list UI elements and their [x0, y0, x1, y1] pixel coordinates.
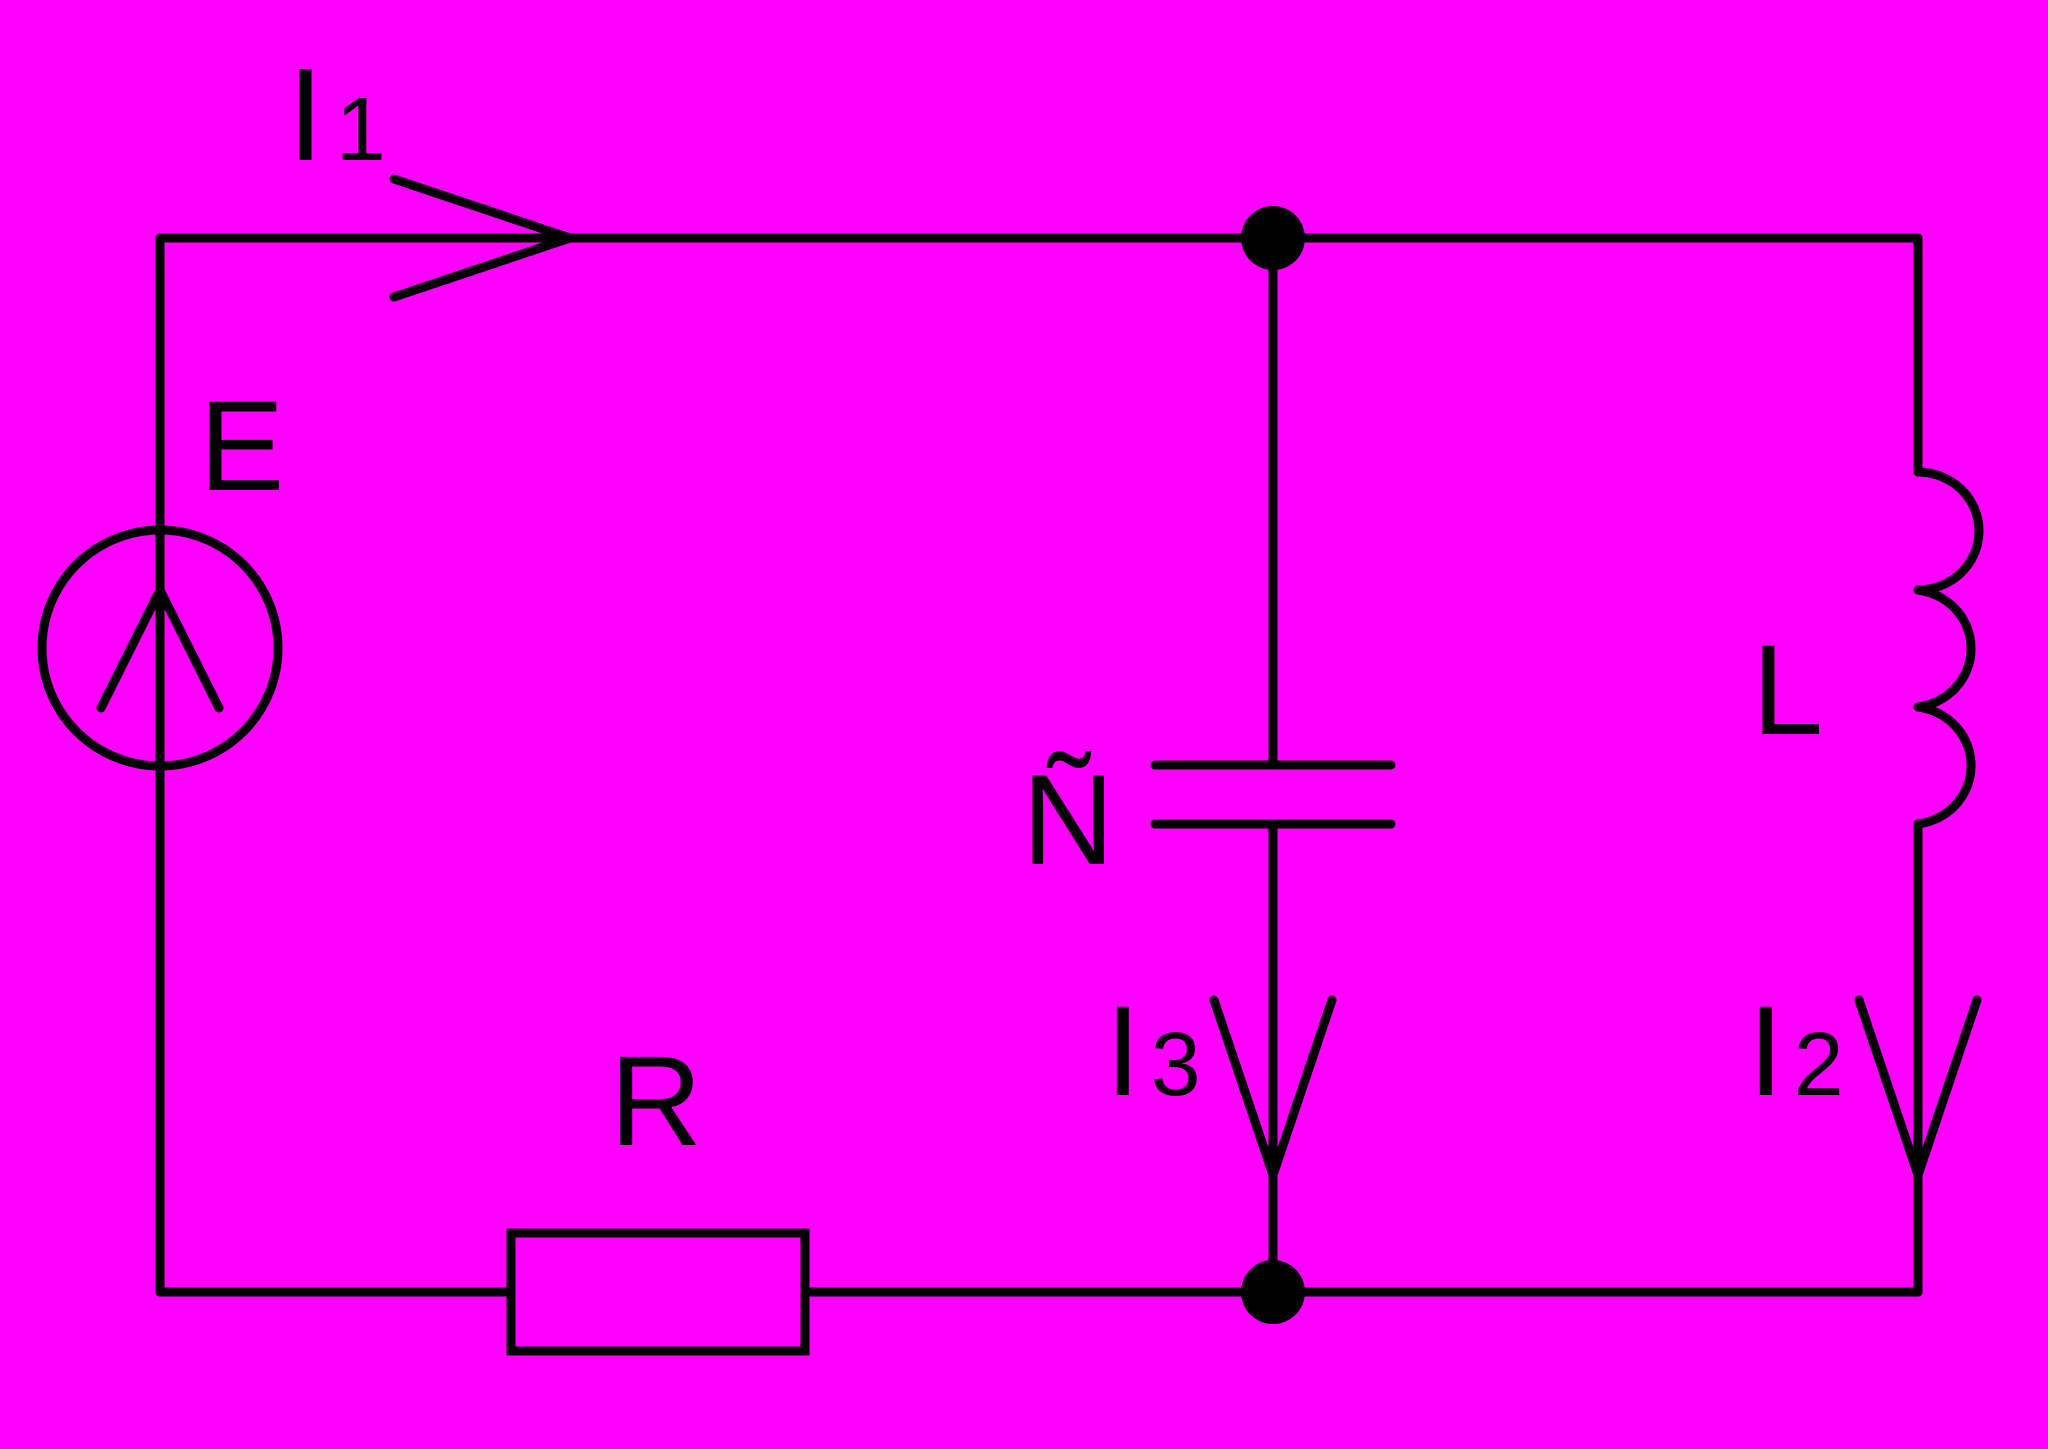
- current-1-subscript: 1: [336, 80, 386, 180]
- voltage-source: [37, 525, 283, 771]
- wires: [155, 233, 1923, 1297]
- source-label: E: [199, 375, 284, 518]
- current-3-subscript: 3: [1151, 1015, 1201, 1115]
- current-3-symbol: I: [1105, 980, 1141, 1123]
- current-2-subscript: 2: [1794, 1015, 1844, 1115]
- voltage-source-arrow: [96, 585, 224, 713]
- current-1-arrowhead: [389, 174, 575, 302]
- inductor-coil: [1913, 467, 1984, 829]
- capacitor-label: Ñ: [1022, 749, 1114, 892]
- current-3-arrowhead: [1209, 995, 1337, 1180]
- resistor-label: R: [610, 1030, 702, 1173]
- current-2-symbol: I: [1748, 980, 1784, 1123]
- voltage-source-circle: [37, 525, 283, 771]
- current-1-symbol: I: [287, 41, 324, 188]
- capacitor: [1150, 760, 1396, 829]
- junction-node-bottom: [1241, 1260, 1305, 1324]
- inductor-label: L: [1752, 619, 1823, 762]
- junction-node-top: [1241, 206, 1305, 270]
- resistor-body: [506, 1228, 810, 1356]
- current-2-arrowhead: [1854, 995, 1982, 1180]
